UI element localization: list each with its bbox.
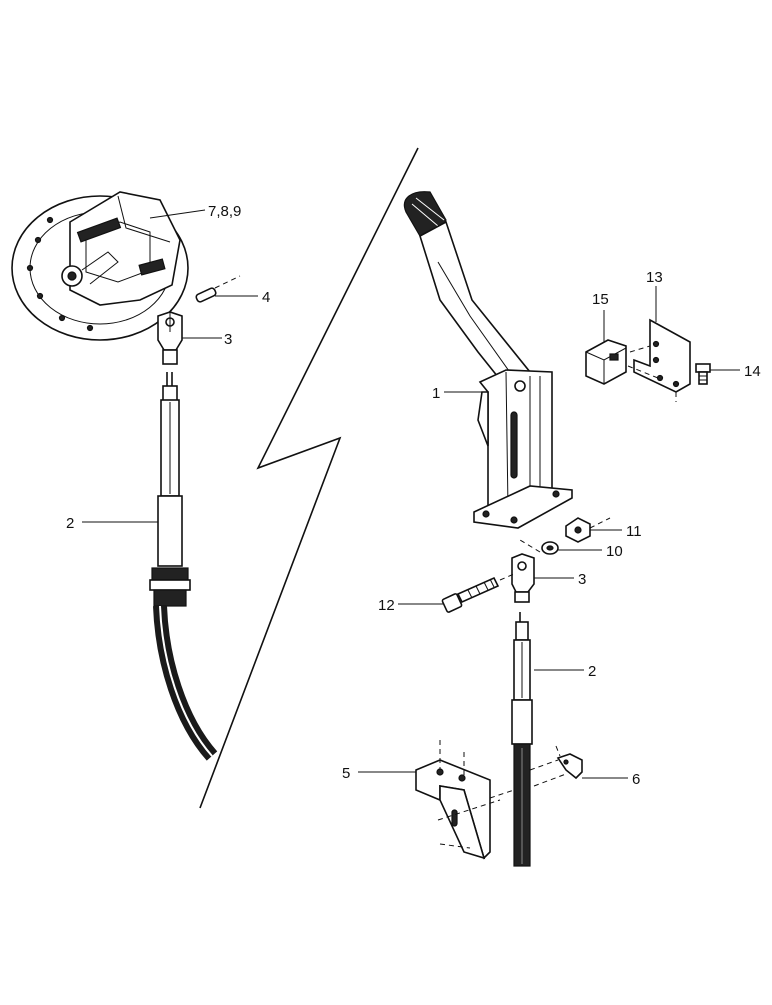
- lever-arm: [419, 220, 532, 394]
- clip-part-6: [529, 745, 583, 787]
- brake-disc-caliper-assembly: [11, 191, 189, 341]
- callout-2-left: 2: [66, 515, 74, 532]
- callout-10: 10: [606, 543, 623, 560]
- callout-2-right: 2: [588, 663, 596, 680]
- callout-6: 6: [632, 771, 640, 788]
- screw-part-14: [695, 363, 711, 385]
- callout-15: 15: [592, 291, 609, 308]
- washer-part-10: [541, 541, 559, 555]
- callout-labels: 7,8,9 4 3 2 15 13 1 14 11 10 3 12 2 5 6: [66, 203, 761, 788]
- leader-lines: [82, 209, 740, 779]
- bracket-part-13: [627, 318, 691, 402]
- bracket-part-5: [415, 740, 515, 860]
- disc-bolt-holes: [26, 216, 94, 332]
- callout-3-left: 3: [224, 331, 232, 348]
- cable-part-2-left: [149, 372, 218, 761]
- callout-12: 12: [378, 597, 395, 614]
- callout-1: 1: [432, 385, 440, 402]
- callout-11: 11: [626, 523, 642, 540]
- switch-part-15: [585, 318, 627, 385]
- clevis-part-3-left: [157, 311, 183, 365]
- section-divider-line: [199, 147, 419, 809]
- callout-4: 4: [262, 289, 270, 306]
- callout-13: 13: [646, 269, 663, 286]
- lever-base-plate: [473, 485, 573, 529]
- bolt-part-12: [441, 573, 515, 613]
- callout-7-8-9: 7,8,9: [208, 203, 241, 220]
- callout-14: 14: [744, 363, 761, 380]
- nut-part-11: [565, 517, 611, 543]
- caliper-body: [69, 191, 181, 306]
- hand-lever-part-1: [403, 191, 573, 529]
- callout-3-right: 3: [578, 571, 586, 588]
- clevis-part-3-right: [511, 539, 541, 603]
- pin-part-4: [195, 275, 241, 303]
- cable-part-2-right: [511, 612, 533, 867]
- callout-5: 5: [342, 765, 350, 782]
